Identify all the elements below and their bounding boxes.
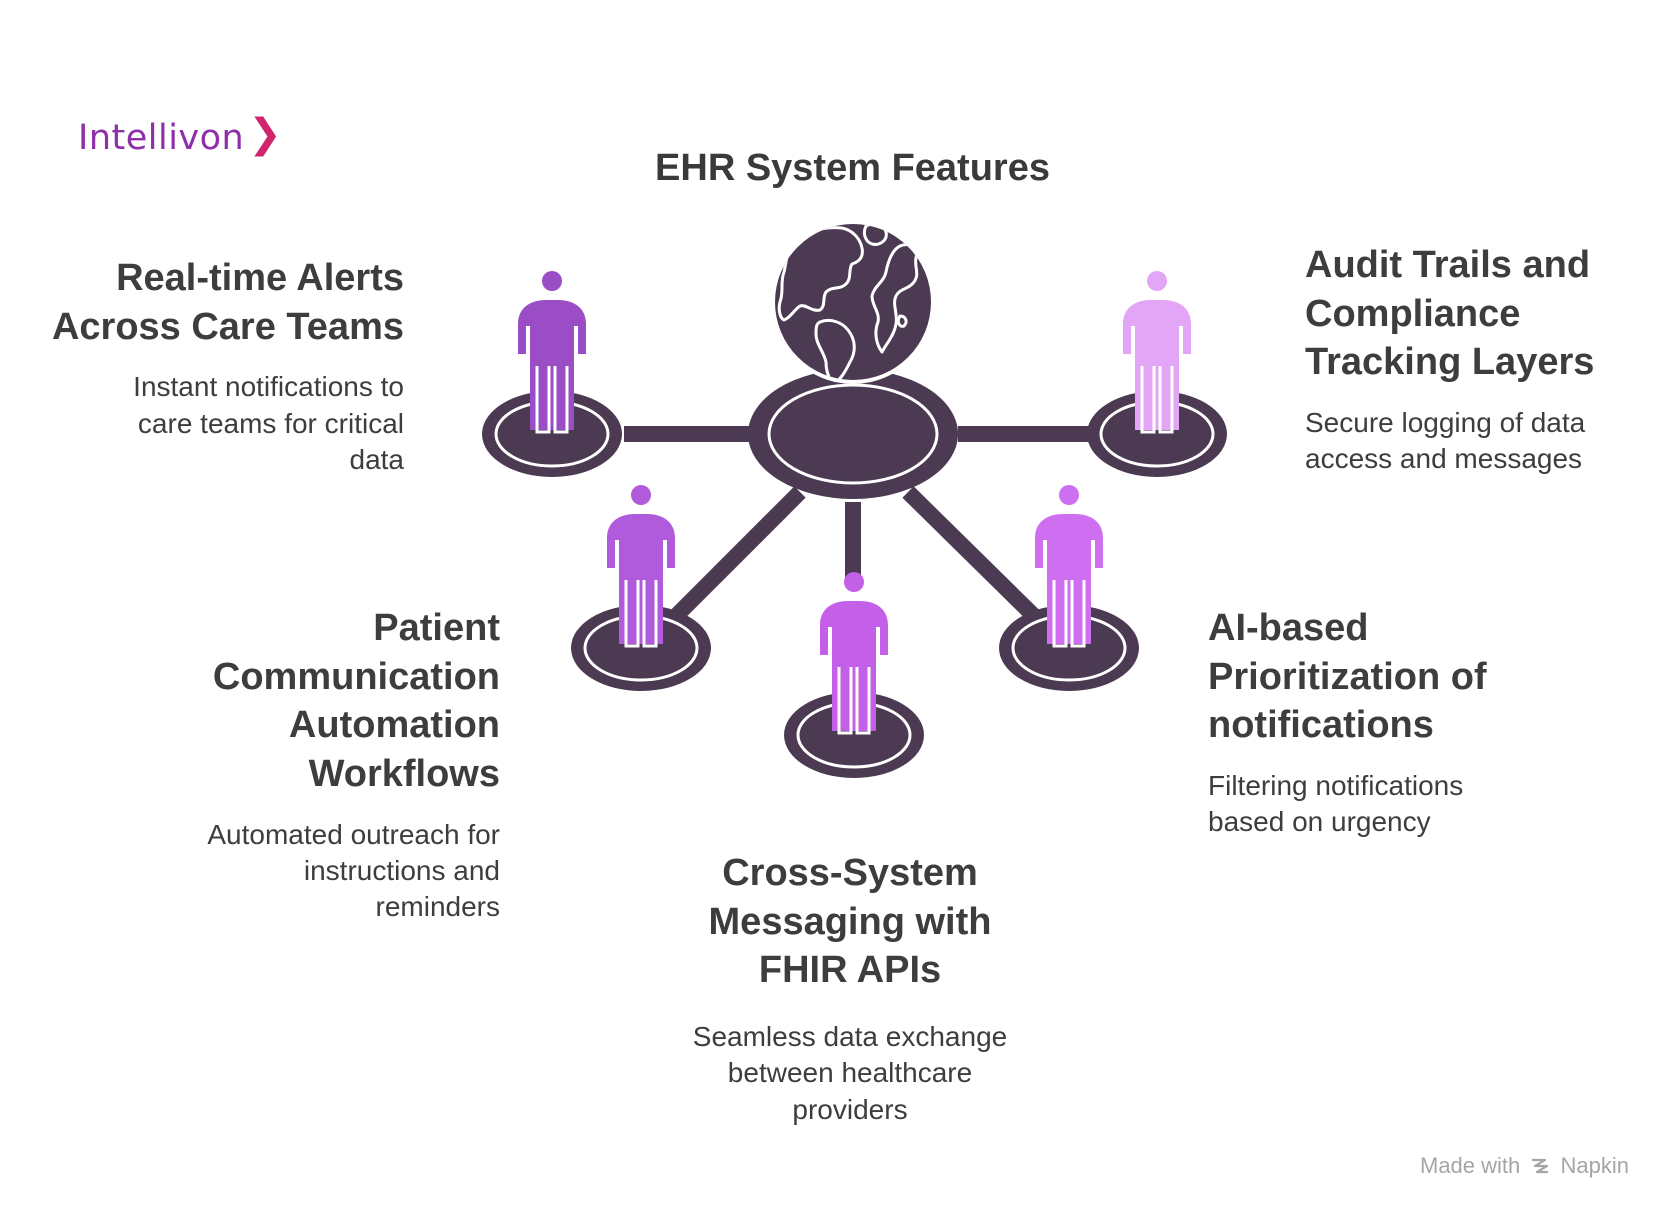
feature-realtime-alerts: Real-time Alerts Across Care Teams Insta… xyxy=(30,254,404,478)
credit-name: Napkin xyxy=(1560,1153,1630,1178)
feature-title: Audit Trails and Compliance Tracking Lay… xyxy=(1305,244,1595,384)
feature-description: Secure logging of data access and messag… xyxy=(1305,406,1586,475)
brand-logo: Intellivon❯ xyxy=(78,111,283,158)
diagram-title: EHR System Features xyxy=(655,147,1050,189)
connector-bottom-right xyxy=(902,486,1041,623)
made-with-napkin-credit[interactable]: Made with Napkin xyxy=(1420,1153,1629,1179)
napkin-logo-icon xyxy=(1532,1159,1549,1174)
person-icon xyxy=(607,485,675,648)
node-ai-prioritization xyxy=(999,485,1139,691)
feature-description: Filtering notifications based on urgency xyxy=(1208,769,1464,838)
person-icon xyxy=(1123,271,1191,434)
feature-description: Automated outreach for instructions and … xyxy=(207,818,500,923)
feature-audit-trails: Audit Trails and Compliance Tracking Lay… xyxy=(1305,241,1625,478)
node-cross-system xyxy=(784,572,924,778)
feature-ai-prioritization: AI-based Prioritization of notifications… xyxy=(1208,604,1538,841)
feature-cross-system: Cross-System Messaging with FHIR APIs Se… xyxy=(640,849,1060,1128)
node-realtime-alerts xyxy=(482,271,622,477)
node-patient-communication xyxy=(571,485,711,691)
feature-title: Patient Communication Automation Workflo… xyxy=(212,607,500,795)
feature-description: Seamless data exchange between healthcar… xyxy=(692,1020,1008,1125)
connectors xyxy=(624,426,1090,623)
feature-nodes xyxy=(482,271,1227,778)
person-icon xyxy=(1035,485,1103,648)
brand-name: Intellivon xyxy=(78,118,245,158)
feature-description: Instant notifications to care teams for … xyxy=(133,371,404,476)
feature-title: Real-time Alerts Across Care Teams xyxy=(51,257,404,348)
feature-title: Cross-System Messaging with FHIR APIs xyxy=(708,852,992,992)
feature-title: AI-based Prioritization of notifications xyxy=(1208,607,1487,747)
chevron-right-icon: ❯ xyxy=(248,111,283,157)
person-icon xyxy=(820,572,888,735)
hub-base xyxy=(748,369,958,499)
connector-bottom-left xyxy=(669,486,806,623)
person-icon xyxy=(518,271,586,434)
credit-prefix: Made with xyxy=(1420,1153,1521,1178)
globe-icon xyxy=(771,220,935,384)
node-audit-trails xyxy=(1087,271,1227,477)
feature-patient-communication: Patient Communication Automation Workflo… xyxy=(150,604,500,926)
